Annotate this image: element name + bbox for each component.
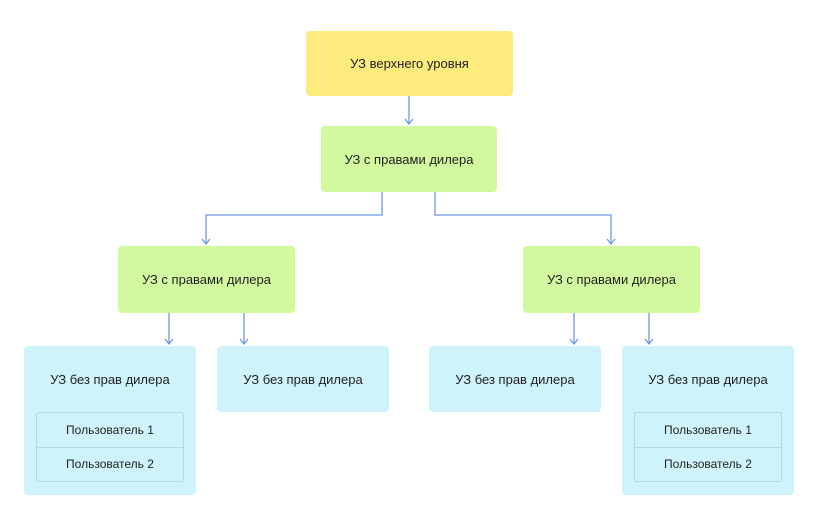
node-label: УЗ верхнего уровня <box>350 56 469 71</box>
node-label: УЗ с правами дилера <box>344 151 474 167</box>
node-no-dealer-1: УЗ без прав дилера Пользователь 1 Пользо… <box>24 346 196 495</box>
node-label: УЗ без прав дилера <box>50 372 170 387</box>
node-dealer-left: УЗ с правами дилера <box>118 246 295 313</box>
node-label: УЗ без прав дилера <box>455 371 575 387</box>
node-dealer-right: УЗ с правами дилера <box>523 246 700 313</box>
user-row: Пользователь 1 <box>664 422 752 437</box>
node-label: УЗ с правами дилера <box>142 272 271 287</box>
node-label: УЗ с правами дилера <box>547 272 676 287</box>
node-dealer-root: УЗ с правами дилера <box>321 126 497 192</box>
arrow-dealer-root-to-left <box>201 192 383 246</box>
node-no-dealer-4: УЗ без прав дилера Пользователь 1 Пользо… <box>622 346 794 495</box>
node-label: УЗ без прав дилера <box>243 371 363 387</box>
arrow-dealer-root-to-right <box>434 192 616 246</box>
user-list: Пользователь 1 Пользователь 2 <box>634 412 782 482</box>
user-row: Пользователь 1 <box>66 422 154 437</box>
node-label: УЗ без прав дилера <box>648 372 768 387</box>
node-no-dealer-2: УЗ без прав дилера <box>217 346 389 412</box>
user-list: Пользователь 1 Пользователь 2 <box>36 412 184 482</box>
user-row: Пользователь 2 <box>635 446 781 482</box>
node-top-level-account: УЗ верхнего уровня <box>306 31 513 96</box>
node-no-dealer-3: УЗ без прав дилера <box>429 346 601 412</box>
user-row: Пользователь 2 <box>37 446 183 482</box>
